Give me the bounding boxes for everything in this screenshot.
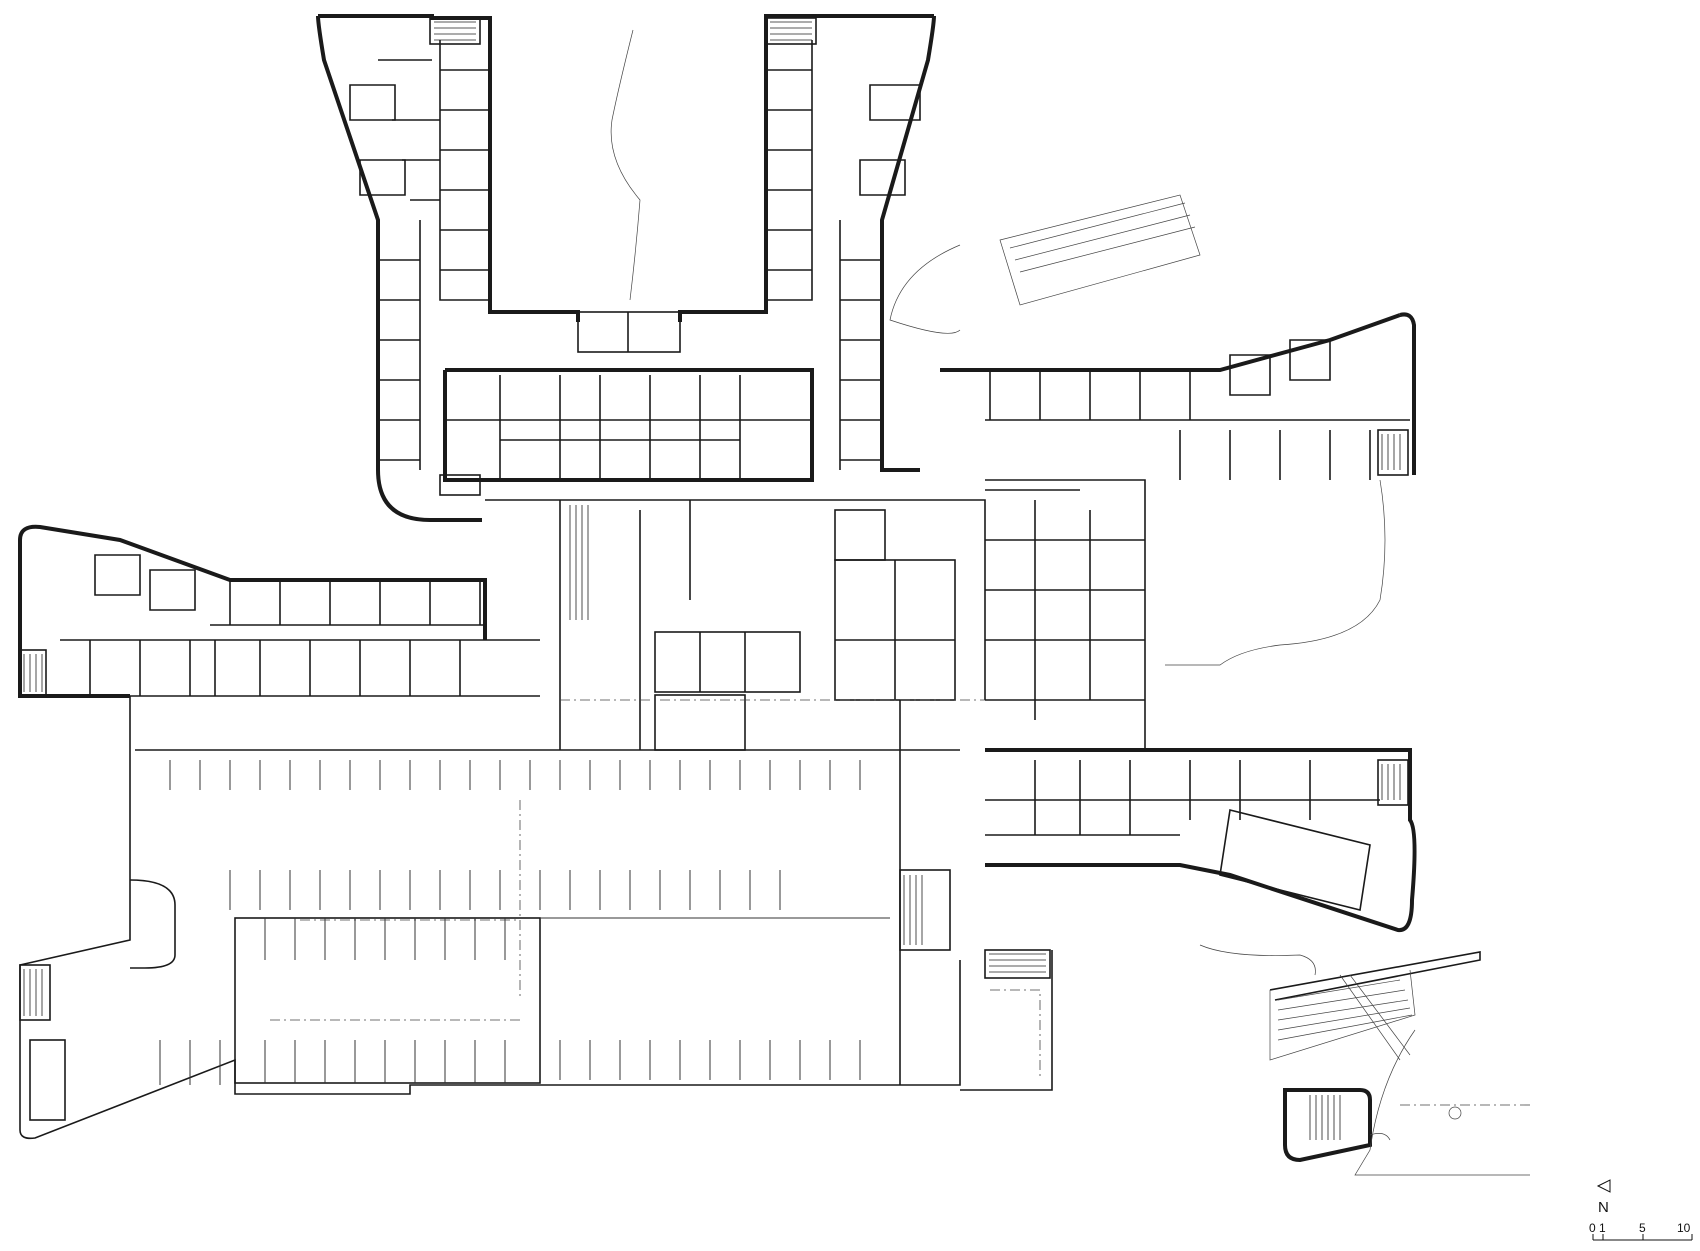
- scale-label-0: 0: [1589, 1221, 1596, 1235]
- east-wing: [985, 748, 1417, 933]
- legend: N 0 1 5 10: [1589, 1179, 1693, 1241]
- scale-bar: 0 1 5 10: [1589, 1221, 1693, 1241]
- central-hall: [485, 499, 986, 751]
- northwest-wing: [316, 14, 580, 522]
- north-label: N: [1598, 1199, 1609, 1216]
- northeast-wing: [610, 14, 936, 472]
- east-central-block: [889, 194, 1416, 750]
- west-wing: [18, 524, 540, 698]
- scale-label-5: 5: [1639, 1221, 1646, 1235]
- central-north-block: [439, 311, 814, 496]
- scale-label-10: 10: [1677, 1221, 1691, 1235]
- scale-label-1: 1: [1599, 1221, 1606, 1235]
- parking-garage: [19, 696, 1053, 1140]
- north-arrow-icon: [1596, 1179, 1611, 1193]
- ramp-pavilion: [1199, 944, 1530, 1176]
